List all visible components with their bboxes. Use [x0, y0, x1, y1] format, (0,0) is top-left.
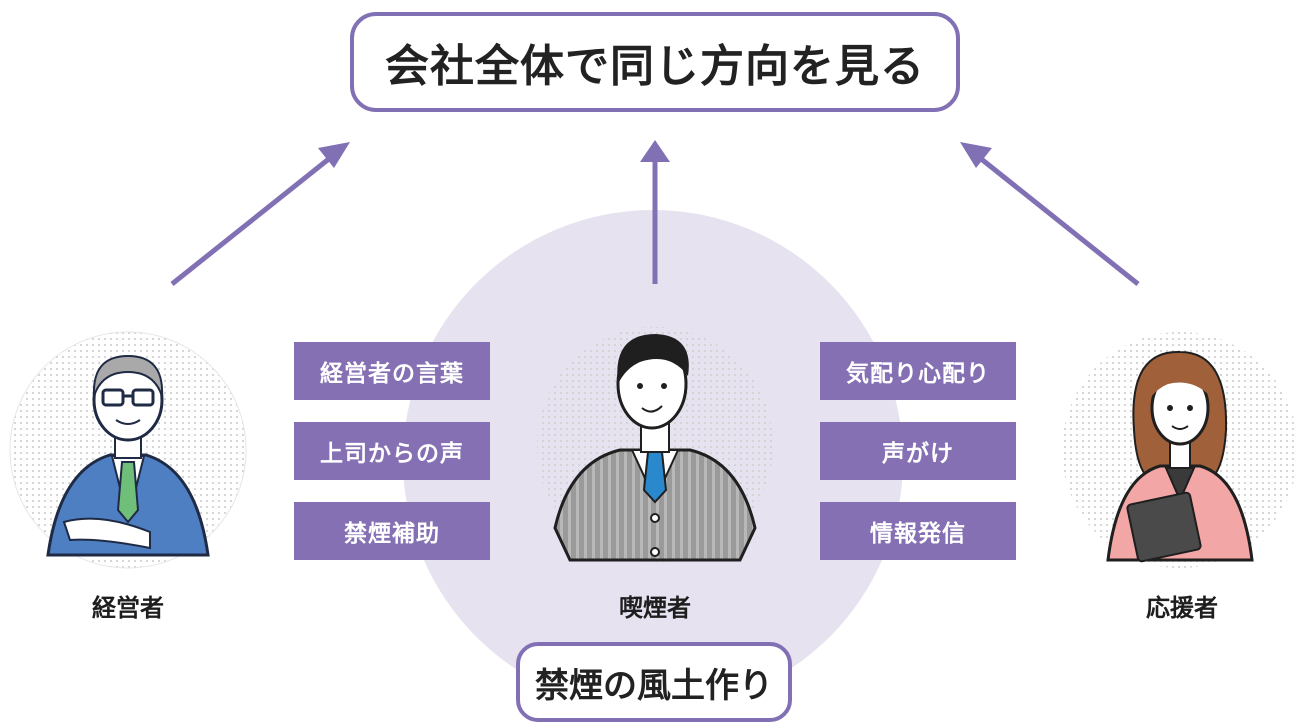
tag-left-3: 禁煙補助	[294, 502, 490, 560]
supporter-illustration	[1062, 332, 1298, 568]
arrow-right	[960, 142, 1140, 286]
tag-right-2: 声がけ	[820, 422, 1016, 480]
tag-right-1: 気配り心配り	[820, 342, 1016, 400]
label-smoker: 喫煙者	[619, 594, 691, 622]
culture-text: 禁煙の風土作り	[535, 666, 773, 706]
smoker-illustration	[537, 327, 773, 563]
label-manager: 経営者	[92, 594, 164, 622]
arrow-left	[170, 142, 350, 286]
goal-box: 会社全体で同じ方向を見る	[350, 12, 960, 112]
tag-right-3: 情報発信	[820, 502, 1016, 560]
culture-box: 禁煙の風土作り	[516, 642, 792, 722]
label-supporter: 応援者	[1146, 594, 1218, 622]
arrow-center	[640, 140, 670, 284]
goal-text: 会社全体で同じ方向を見る	[385, 41, 925, 92]
tag-left-2: 上司からの声	[294, 422, 490, 480]
tag-left-1: 経営者の言葉	[294, 342, 490, 400]
manager-illustration	[9, 331, 247, 569]
